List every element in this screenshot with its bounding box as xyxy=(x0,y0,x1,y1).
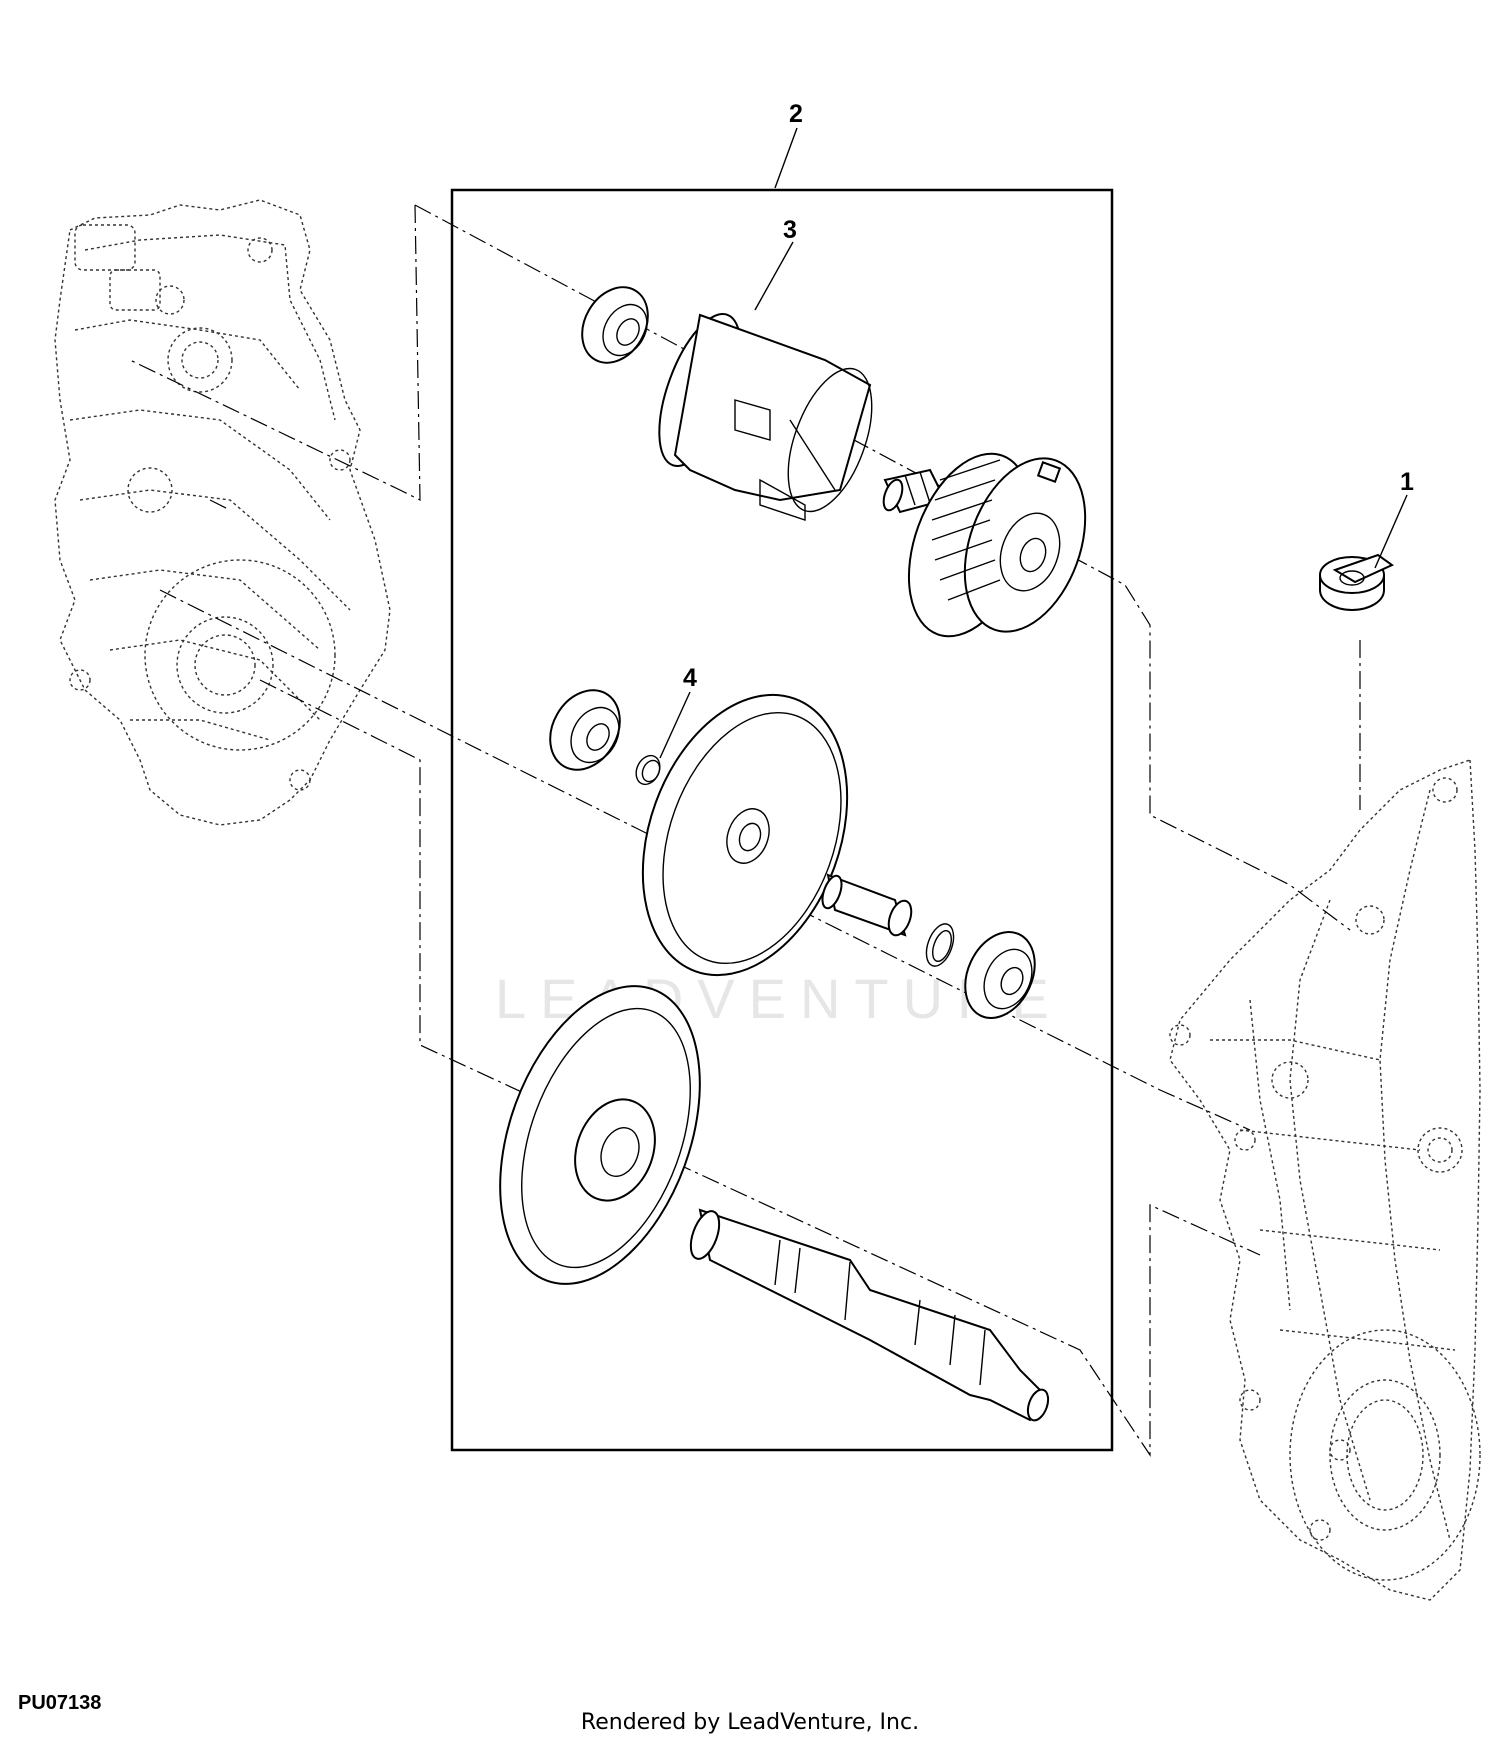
part-3-drum xyxy=(658,313,873,521)
right-housing-phantom xyxy=(1169,759,1481,1601)
callout-2: 2 xyxy=(789,100,803,128)
large-gear-middle xyxy=(641,693,849,977)
snap-ring-right xyxy=(925,923,955,967)
axis-lines xyxy=(129,204,1361,1457)
upper-bearing xyxy=(581,286,649,364)
callout-1: 1 xyxy=(1400,468,1414,496)
large-gear-lower xyxy=(499,985,701,1285)
assembly-box xyxy=(450,188,1114,1452)
callout-3: 3 xyxy=(783,216,797,244)
part-1-cap xyxy=(1319,553,1394,611)
clutch-pack xyxy=(907,452,1087,638)
callout-4: 4 xyxy=(683,664,697,692)
middle-shaft xyxy=(821,873,913,937)
output-shaft xyxy=(689,1208,1050,1422)
middle-bearing-left xyxy=(549,689,621,771)
part-4-snap-ring xyxy=(635,754,661,786)
leader-lines xyxy=(659,127,1408,759)
left-housing-phantom xyxy=(54,199,391,826)
middle-bearing-right xyxy=(964,931,1036,1019)
render-credit: Rendered by LeadVenture, Inc. xyxy=(580,1710,920,1735)
figure-code: PU07138 xyxy=(18,1692,102,1714)
